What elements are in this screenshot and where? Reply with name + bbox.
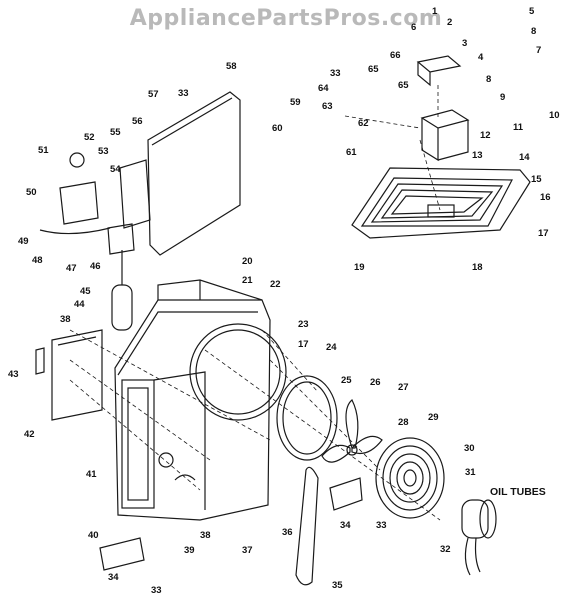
capacitor bbox=[111, 284, 133, 331]
callout-labels: 1 2 3 4 5 6 7 8 8 9 10 11 12 13 14 15 16… bbox=[8, 6, 560, 596]
fan-ring bbox=[276, 375, 338, 461]
callout-51: 51 bbox=[38, 145, 49, 156]
callout-1: 1 bbox=[432, 6, 438, 17]
callout-14: 14 bbox=[519, 152, 530, 163]
callout-33d: 33 bbox=[151, 585, 162, 596]
callout-54: 54 bbox=[110, 164, 121, 175]
callout-52: 52 bbox=[84, 132, 95, 143]
callout-7: 7 bbox=[536, 45, 541, 56]
callout-42: 42 bbox=[24, 429, 35, 440]
callout-28: 28 bbox=[398, 417, 409, 428]
callout-18: 18 bbox=[472, 262, 483, 273]
callout-15: 15 bbox=[531, 174, 542, 185]
callout-60: 60 bbox=[272, 123, 283, 134]
callout-9: 9 bbox=[500, 92, 505, 103]
callout-17: 17 bbox=[538, 228, 549, 239]
callout-40: 40 bbox=[88, 530, 99, 541]
fan-blade bbox=[321, 399, 383, 463]
fan-guard bbox=[375, 437, 445, 519]
callout-56: 56 bbox=[132, 116, 143, 127]
callout-35: 35 bbox=[332, 580, 343, 591]
handle bbox=[35, 347, 45, 375]
drive-belt bbox=[295, 466, 319, 586]
callout-3: 3 bbox=[462, 38, 467, 49]
callout-24: 24 bbox=[326, 342, 337, 353]
callout-13: 13 bbox=[472, 150, 483, 161]
side-panel bbox=[51, 329, 103, 421]
callout-59: 59 bbox=[290, 97, 301, 108]
callout-47: 47 bbox=[66, 263, 77, 274]
callout-20: 20 bbox=[242, 256, 253, 267]
callout-43: 43 bbox=[8, 369, 19, 380]
callout-57: 57 bbox=[148, 89, 159, 100]
callout-4: 4 bbox=[478, 52, 484, 63]
callout-25: 25 bbox=[341, 375, 352, 386]
callout-27: 27 bbox=[398, 382, 409, 393]
callout-17b: 17 bbox=[298, 339, 309, 350]
callout-58: 58 bbox=[226, 61, 237, 72]
watermark: AppliancePartsPros.com bbox=[129, 6, 443, 31]
callout-33b: 33 bbox=[330, 68, 341, 79]
callout-21: 21 bbox=[242, 275, 253, 286]
callout-34b: 34 bbox=[108, 572, 119, 583]
callout-55: 55 bbox=[110, 127, 121, 138]
callout-64: 64 bbox=[318, 83, 329, 94]
callout-61: 61 bbox=[346, 147, 357, 158]
callout-8b: 8 bbox=[486, 74, 491, 85]
callout-53: 53 bbox=[98, 146, 109, 157]
callout-63: 63 bbox=[322, 101, 333, 112]
callout-8: 8 bbox=[531, 26, 536, 37]
callout-48: 48 bbox=[32, 255, 43, 266]
callout-34a: 34 bbox=[340, 520, 351, 531]
callout-29: 29 bbox=[428, 412, 439, 423]
callout-16: 16 bbox=[540, 192, 551, 203]
callout-33c: 33 bbox=[376, 520, 387, 531]
callout-65a: 65 bbox=[368, 64, 379, 75]
callout-11: 11 bbox=[513, 122, 524, 133]
callout-33a: 33 bbox=[178, 88, 189, 99]
rear-panel bbox=[147, 91, 241, 256]
callout-66: 66 bbox=[390, 50, 401, 61]
callout-38a: 38 bbox=[200, 530, 211, 541]
cabinet-housing bbox=[114, 279, 287, 521]
oil-tubes-label: OIL TUBES bbox=[490, 486, 546, 498]
control-box bbox=[420, 109, 470, 162]
callout-12: 12 bbox=[480, 130, 491, 141]
callout-19: 19 bbox=[354, 262, 365, 273]
callout-31: 31 bbox=[465, 467, 476, 478]
callout-2: 2 bbox=[447, 17, 452, 28]
callout-49: 49 bbox=[18, 236, 29, 247]
callout-46: 46 bbox=[90, 261, 101, 272]
callout-23: 23 bbox=[298, 319, 309, 330]
callout-45: 45 bbox=[80, 286, 91, 297]
callout-62: 62 bbox=[358, 118, 369, 129]
callout-30: 30 bbox=[464, 443, 475, 454]
callout-39: 39 bbox=[184, 545, 195, 556]
front-grille bbox=[351, 167, 531, 239]
callout-32: 32 bbox=[440, 544, 451, 555]
callout-6: 6 bbox=[411, 22, 416, 33]
callout-41: 41 bbox=[86, 469, 97, 480]
callout-37: 37 bbox=[242, 545, 253, 556]
callout-38b: 38 bbox=[60, 314, 71, 325]
callout-50: 50 bbox=[26, 187, 37, 198]
callout-44: 44 bbox=[74, 299, 85, 310]
callout-10: 10 bbox=[549, 110, 560, 121]
callout-65b: 65 bbox=[398, 80, 409, 91]
callout-22: 22 bbox=[270, 279, 281, 290]
callout-26: 26 bbox=[370, 377, 381, 388]
callout-36: 36 bbox=[282, 527, 293, 538]
callout-5: 5 bbox=[529, 6, 535, 17]
fan-motor bbox=[461, 499, 497, 576]
